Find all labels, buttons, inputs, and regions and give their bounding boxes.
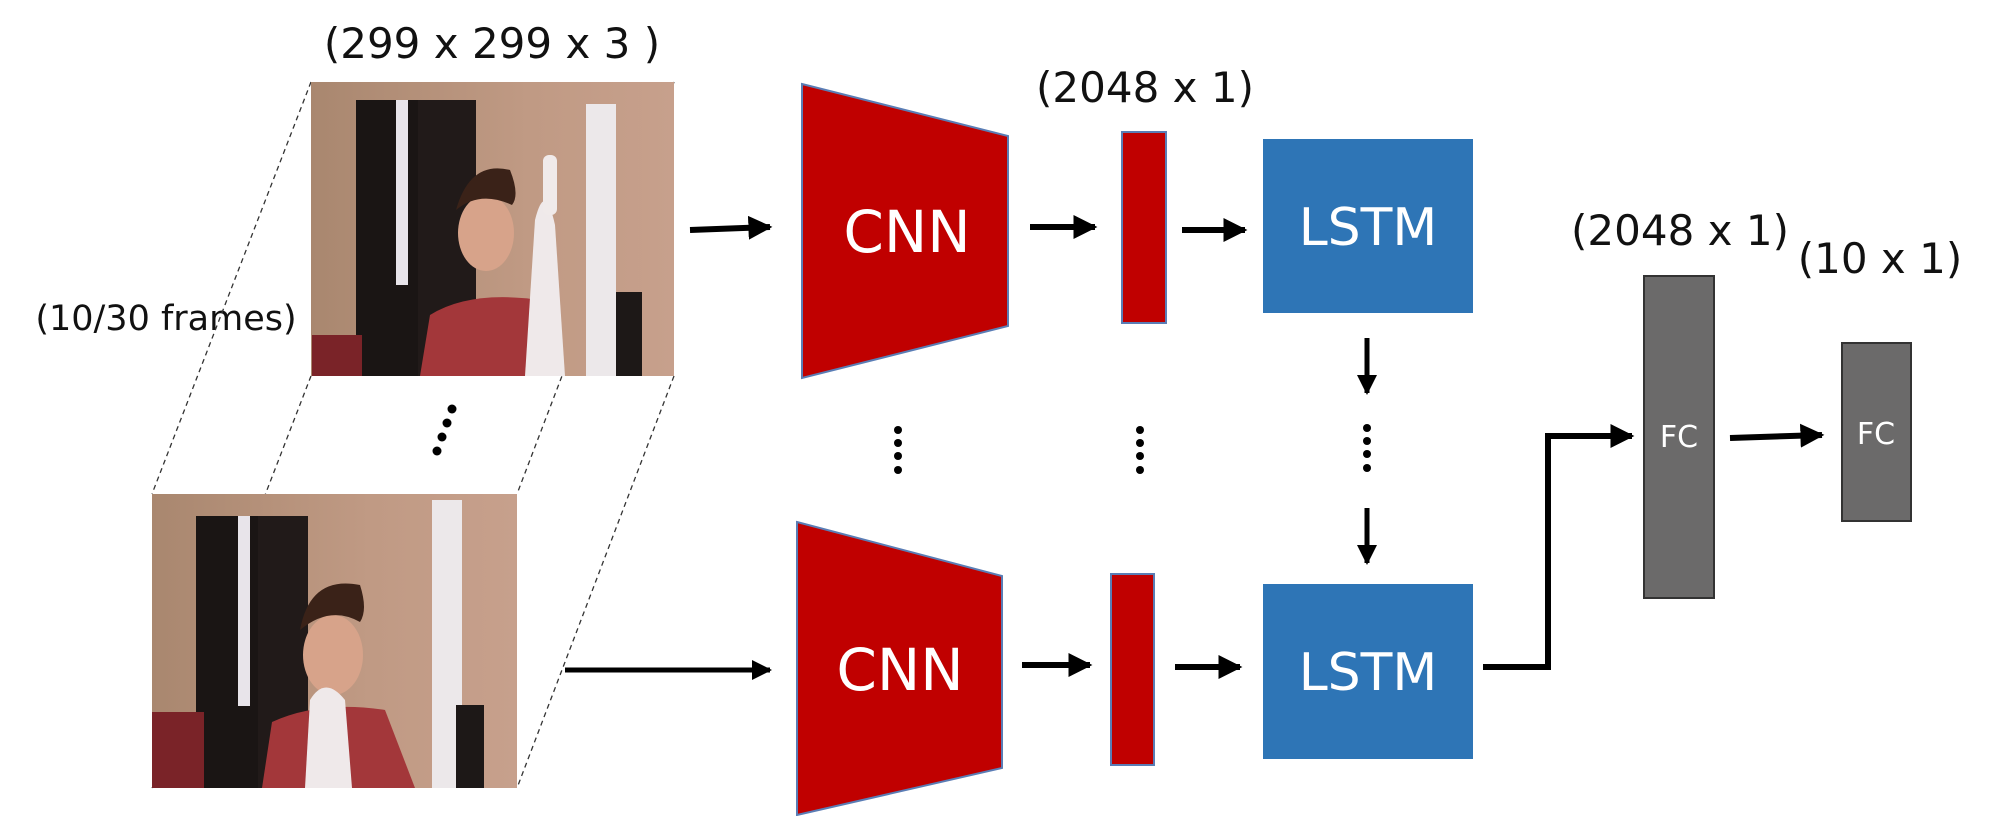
cnn-block-bottom: CNN (796, 520, 1003, 816)
input-size-label: (299 x 299 x 3 ) (324, 19, 660, 68)
cnn-block-top: CNN (801, 82, 1009, 380)
frames-ellipsis (432, 404, 457, 456)
cnn-ellipsis (894, 426, 902, 474)
lstm-block-top: LSTM (1263, 139, 1473, 313)
lstm-top-label: LSTM (1299, 198, 1438, 258)
fc1-size-label: (2048 x 1) (1571, 206, 1789, 255)
fc2-label: FC (1857, 417, 1895, 452)
cnn-bottom-label: CNN (836, 636, 963, 704)
feature-vector-top (1121, 131, 1167, 324)
feature-vector-bottom (1110, 573, 1155, 766)
arrow-frame-to-cnn-top (689, 215, 773, 240)
lstm-ellipsis (1363, 424, 1371, 472)
feature-size-label: (2048 x 1) (1036, 63, 1254, 112)
fc-block-1: FC (1643, 275, 1715, 599)
arrow-fc1-to-fc2 (1729, 423, 1825, 448)
arrow-lstm-to-fc (1483, 424, 1635, 670)
frames-label: (10/30 frames) (35, 299, 296, 339)
fc2-size-label: (10 x 1) (1798, 234, 1963, 283)
fc-block-2: FC (1841, 342, 1912, 522)
feature-ellipsis (1136, 426, 1144, 474)
fc1-label: FC (1660, 420, 1698, 455)
lstm-block-bottom: LSTM (1263, 584, 1473, 759)
lstm-bottom-label: LSTM (1299, 643, 1438, 703)
top-video-frame (311, 82, 674, 376)
bottom-video-frame (152, 494, 517, 788)
cnn-top-label: CNN (843, 198, 970, 266)
